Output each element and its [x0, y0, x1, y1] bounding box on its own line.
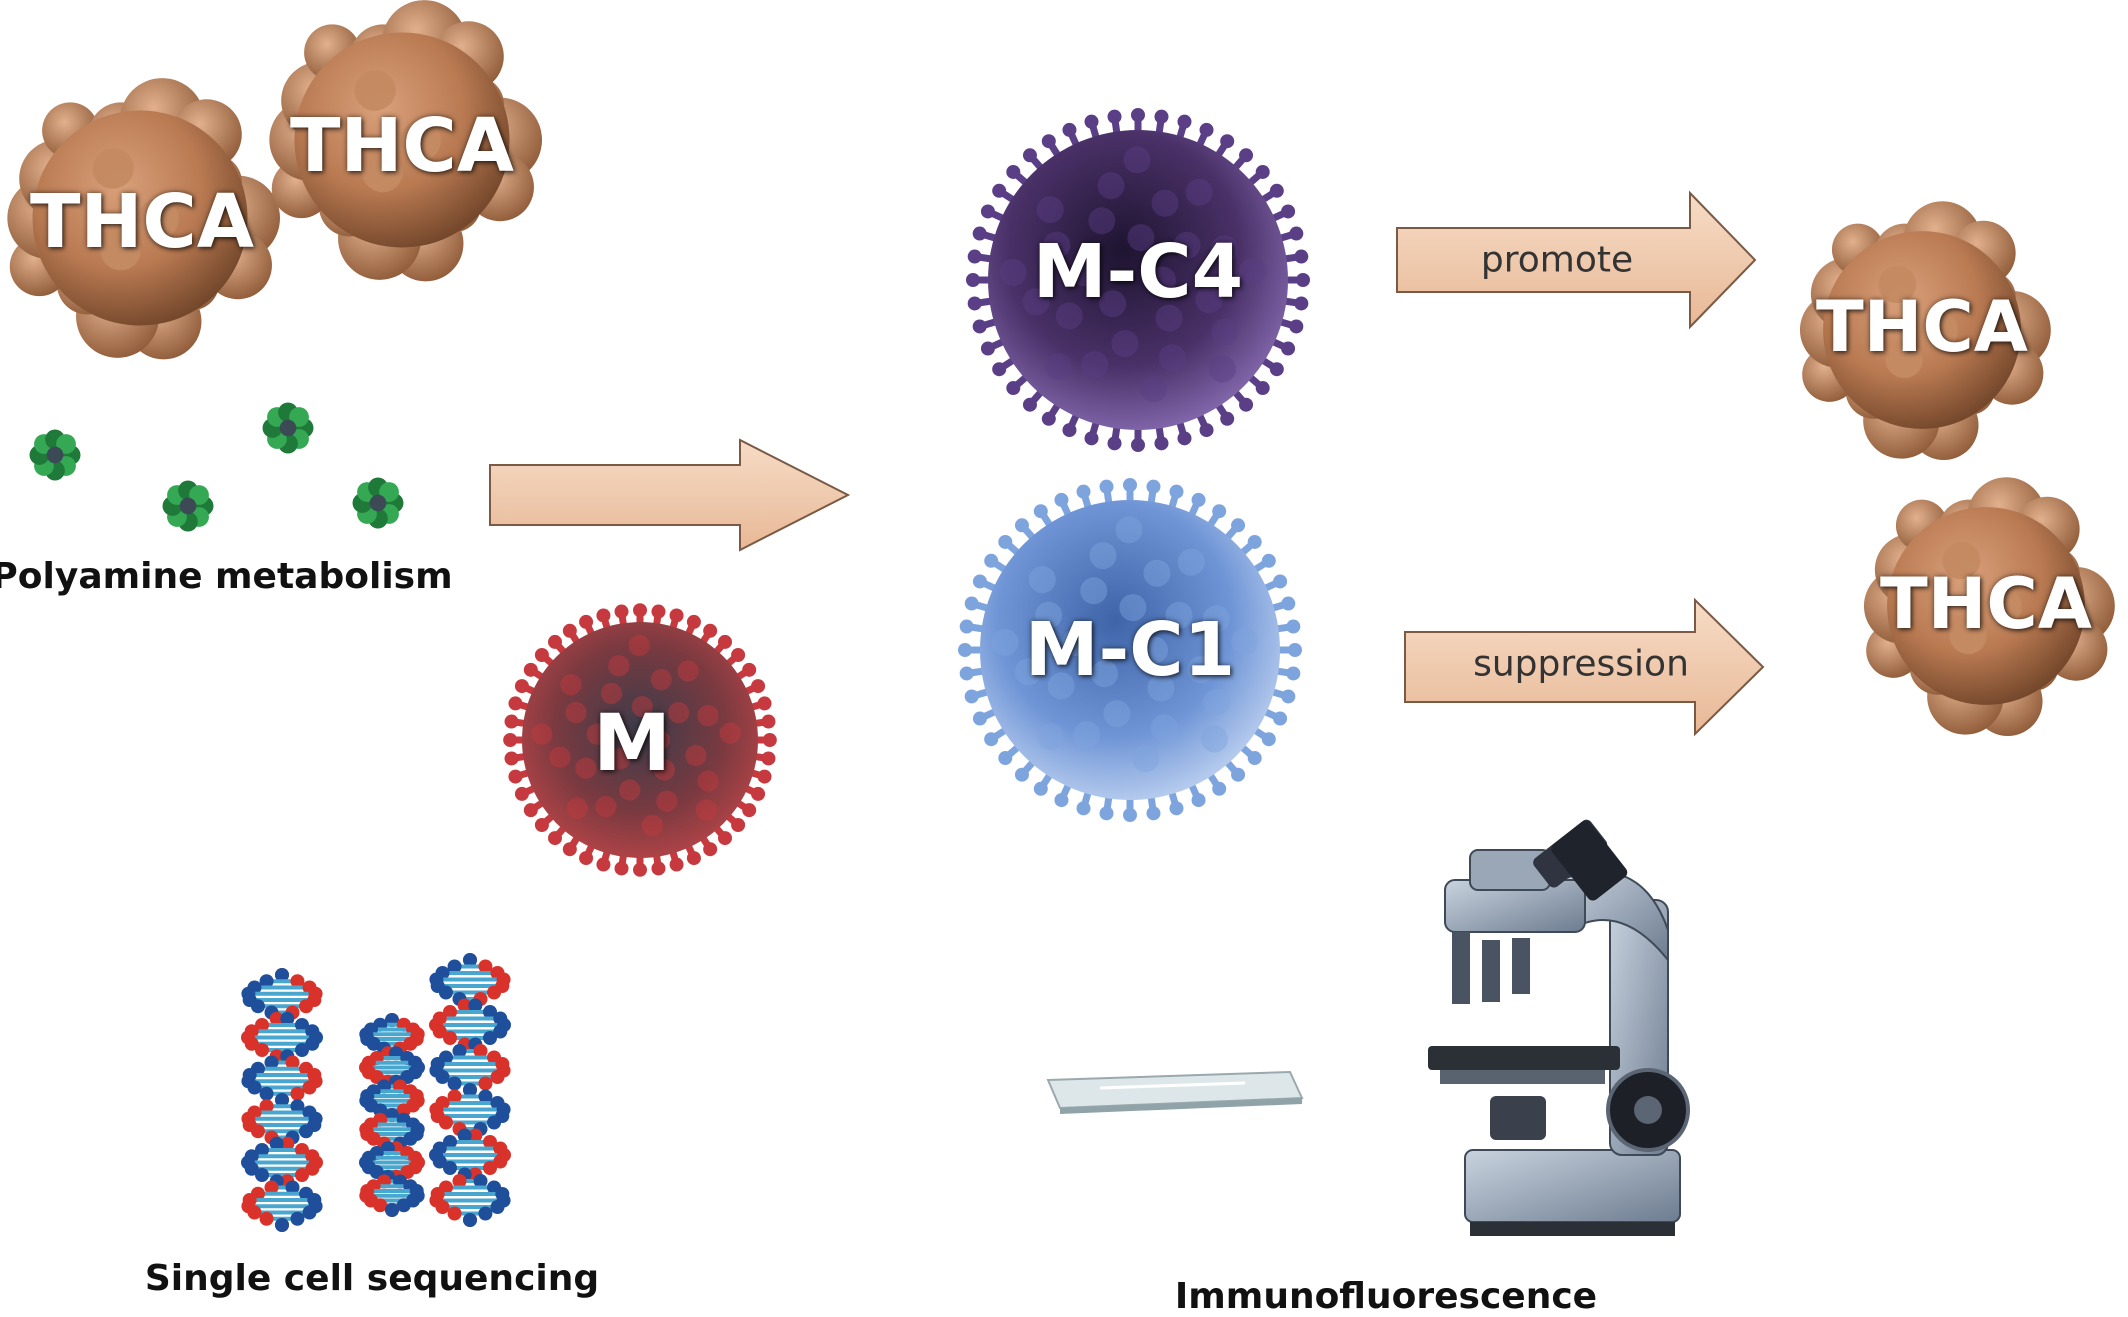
polyamine-caption: Polyamine metabolism	[0, 556, 453, 597]
polyamine-molecule-icon-4	[352, 477, 404, 529]
tumor-label-3: THCA	[1816, 286, 2028, 368]
macrophage-mc4-cell-icon	[966, 108, 1310, 452]
promote-arrow	[1396, 190, 1757, 330]
promote-label: promote	[1480, 239, 1634, 281]
immunofluorescence-caption: Immunofluorescence	[1174, 1276, 1598, 1317]
microscope-icon	[1428, 819, 1690, 1236]
tumor-label-1: THCA	[30, 179, 254, 265]
tumor-label-2: THCA	[290, 103, 514, 189]
dna-helix-icon-1	[241, 968, 323, 1232]
glass-slide-icon	[1046, 1070, 1304, 1114]
tumor-cluster-icon-2	[269, 0, 542, 282]
macrophage-mc1-cell-icon	[958, 478, 1302, 822]
polyamine-to-subtypes-arrow	[489, 438, 851, 552]
tumor-label-4: THCA	[1880, 563, 2092, 645]
mc1-cell-label: M-C1	[1024, 607, 1236, 693]
suppression-arrow	[1404, 597, 1765, 737]
macrophage-m-cell-icon	[503, 603, 777, 877]
sequencing-caption: Single cell sequencing	[144, 1258, 600, 1299]
mc4-cell-label: M-C4	[1032, 229, 1244, 315]
dna-helix-icon-2	[359, 1013, 425, 1217]
polyamine-molecule-icon-2	[262, 402, 314, 454]
polyamine-molecule-icon-3	[162, 480, 214, 532]
m-cell-label: M	[593, 699, 671, 789]
tumor-cluster-icon-3	[1799, 201, 2051, 461]
suppression-label: suppression	[1473, 643, 1689, 685]
dna-helix-icon-3	[429, 953, 511, 1227]
tumor-cluster-icon-4	[1863, 477, 2115, 737]
tumor-cluster-icon-1	[7, 78, 280, 360]
polyamine-molecule-icon-1	[29, 429, 81, 481]
